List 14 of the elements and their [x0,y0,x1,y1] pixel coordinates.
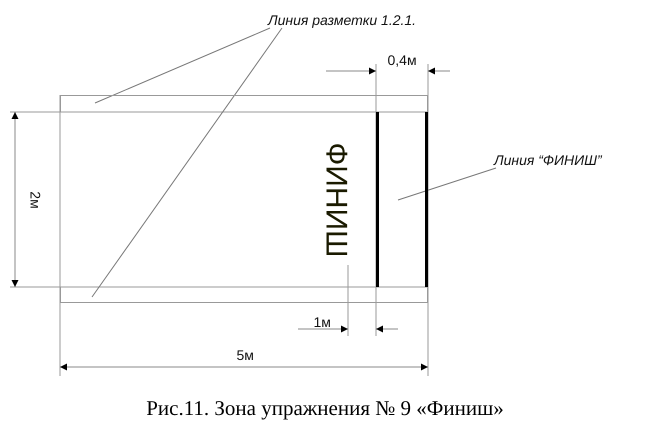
leader-line [92,28,282,298]
dimension-label: 5м [236,347,254,363]
figure-caption: Рис.11. Зона упражнения № 9 «Финиш» [145,396,505,421]
road-marking-text: ФИНИШ [318,142,352,258]
leader-line [398,168,496,200]
callout-label: Линия разметки 1.2.1. [268,12,416,28]
callout-label: Линия “ФИНИШ” [494,152,602,168]
leader-line [94,28,270,104]
dimension-label: 0,4м [388,52,417,68]
dimension-label: 2м [27,191,44,209]
marking-strip [60,95,428,112]
marking-strip [60,287,428,303]
finish-zone [376,112,428,287]
dimension-label: 1м [314,314,331,330]
